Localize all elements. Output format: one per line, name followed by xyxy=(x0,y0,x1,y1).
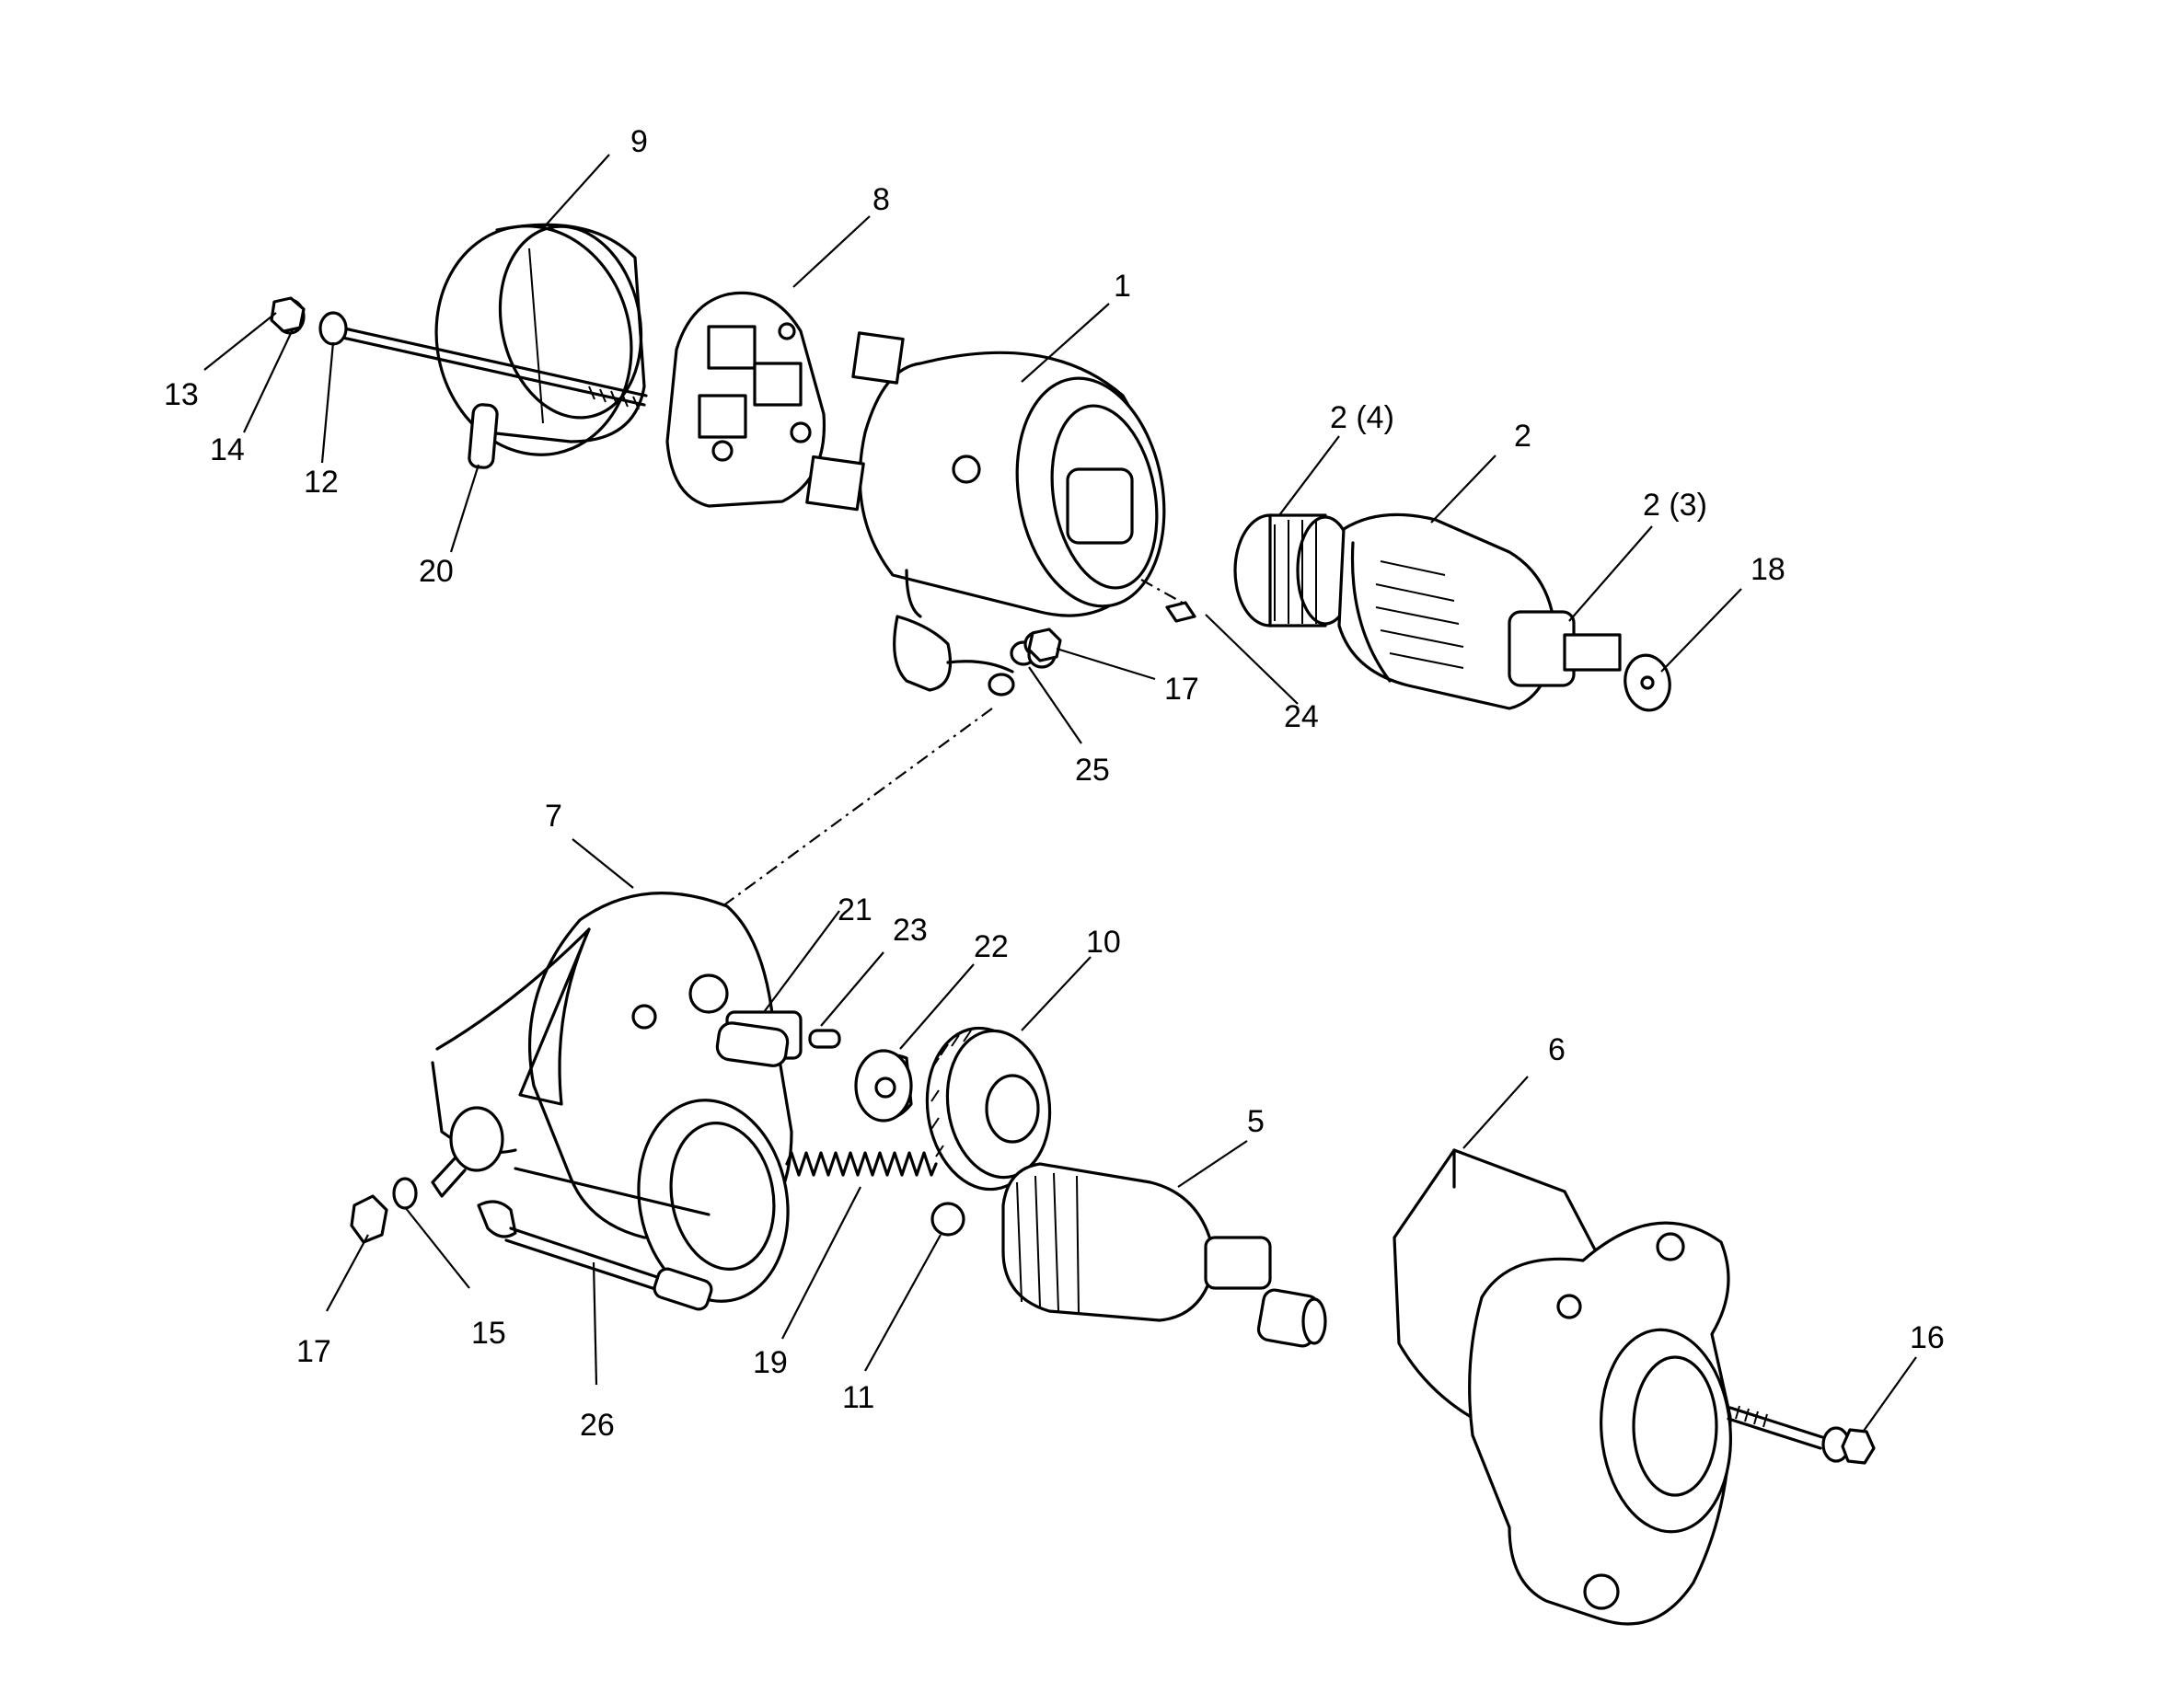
callout-26: 26 xyxy=(580,1408,615,1443)
callout-21: 21 xyxy=(838,892,872,927)
assembly-line xyxy=(722,708,993,907)
part-6-drive-housing xyxy=(1392,1148,1732,1626)
part-21-shaft xyxy=(715,1021,790,1067)
callout-19: 19 xyxy=(753,1345,788,1380)
callout-16: 16 xyxy=(1910,1320,1945,1355)
leader-lines xyxy=(203,154,1917,1432)
part-16-bolt xyxy=(1727,1405,1876,1465)
callout-11: 11 xyxy=(842,1380,874,1415)
callout-6: 6 xyxy=(1548,1032,1566,1067)
callout-22: 22 xyxy=(974,929,1009,964)
callout-15: 15 xyxy=(471,1316,506,1351)
callout-24: 24 xyxy=(1284,699,1319,734)
callout-23: 23 xyxy=(893,913,928,948)
callout-18: 18 xyxy=(1751,552,1785,587)
part-5-clutch xyxy=(1001,1162,1327,1348)
callout-20: 20 xyxy=(419,554,454,589)
callout-2-4: 2 (4) xyxy=(1330,400,1394,435)
part-8-brush-holder xyxy=(665,291,826,508)
part-20-pin xyxy=(468,403,499,469)
callout-10: 10 xyxy=(1086,925,1121,960)
part-1-yoke xyxy=(805,331,1166,697)
callout-12: 12 xyxy=(304,465,339,500)
part-22-idler-gear xyxy=(854,1049,913,1123)
callout-14: 14 xyxy=(210,432,245,467)
part-12-14-through-bolt xyxy=(270,296,648,410)
callout-1: 1 xyxy=(1114,269,1131,304)
part-11-ball xyxy=(930,1202,965,1237)
part-19-spring xyxy=(785,1151,938,1177)
part-24-key xyxy=(1140,579,1196,623)
part-23-roller xyxy=(808,1029,841,1049)
callout-2-3: 2 (3) xyxy=(1643,488,1707,523)
callout-5: 5 xyxy=(1247,1104,1265,1139)
callout-7: 7 xyxy=(545,799,562,834)
callout-9: 9 xyxy=(630,124,648,159)
callout-17-lower: 17 xyxy=(296,1334,331,1369)
callout-17-upper: 17 xyxy=(1164,672,1199,707)
part-7-housing xyxy=(431,892,803,1303)
part-15-17-lower-nut-washer xyxy=(350,1177,418,1244)
callout-2: 2 xyxy=(1514,419,1531,454)
part-17-25-terminal-nut xyxy=(1027,627,1062,669)
callout-8: 8 xyxy=(872,182,890,217)
callout-25: 25 xyxy=(1075,753,1110,788)
part-2-armature xyxy=(1233,512,1671,712)
callout-13: 13 xyxy=(164,377,199,412)
callout-labels: 9 8 1 2 (4) 2 2 (3) 18 24 17 25 13 14 12… xyxy=(164,124,1945,1443)
part-26-lead-wire xyxy=(477,1200,713,1311)
part-9-end-frame xyxy=(434,223,646,456)
part-10-gear xyxy=(925,1026,1052,1192)
